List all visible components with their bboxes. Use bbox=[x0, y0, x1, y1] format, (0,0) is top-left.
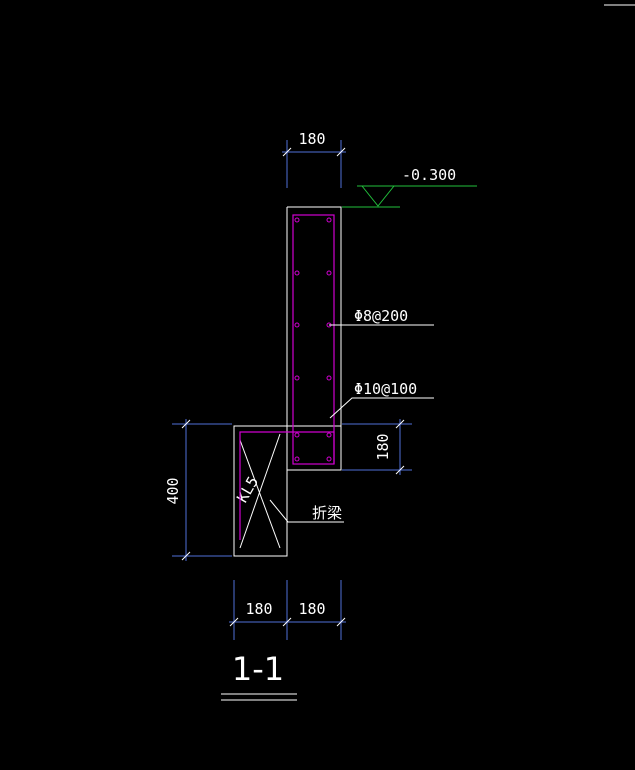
rebar-callout-2: Φ10@100 bbox=[329, 380, 434, 419]
section-title: 1-1 bbox=[221, 650, 297, 701]
wall-section bbox=[286, 206, 342, 471]
beam-label: 折梁 bbox=[312, 504, 342, 522]
rebar-callout-1: Φ8@200 bbox=[329, 307, 434, 326]
rebar-dot bbox=[294, 270, 300, 276]
rebar-dot bbox=[326, 432, 332, 438]
dim-wall-width-text: 180 bbox=[298, 130, 325, 148]
rebar-dot bbox=[294, 456, 300, 462]
section-title-text: 1-1 bbox=[232, 650, 284, 688]
rebar-dot bbox=[326, 217, 332, 223]
beam-rebar bbox=[239, 431, 335, 540]
rebar-dot bbox=[326, 375, 332, 381]
dim-height-left: 400 bbox=[164, 419, 232, 561]
wall-rebar bbox=[292, 214, 335, 465]
dim-bottom-left-text: 180 bbox=[245, 600, 272, 618]
dim-bottom-right-text: 180 bbox=[298, 600, 325, 618]
beam-section: KL5 bbox=[233, 425, 341, 557]
rebar-label-2: Φ10@100 bbox=[354, 380, 417, 398]
rebar-dot bbox=[294, 432, 300, 438]
beam-callout: 折梁 bbox=[269, 499, 344, 523]
dim-bottom: 180 180 bbox=[229, 580, 346, 640]
rebar-dot bbox=[294, 375, 300, 381]
dim-wall-width: 180 bbox=[282, 130, 346, 188]
dim-height-right: 180 bbox=[342, 419, 412, 475]
rebar-dot bbox=[294, 322, 300, 328]
rebar-dot bbox=[326, 270, 332, 276]
dim-height-right-text: 180 bbox=[374, 433, 392, 460]
rebar-dot bbox=[326, 456, 332, 462]
level-marker: -0.300 bbox=[342, 166, 477, 208]
rebar-label-1: Φ8@200 bbox=[354, 307, 408, 325]
rebar-dot bbox=[294, 217, 300, 223]
dim-height-left-text: 400 bbox=[164, 477, 182, 504]
beam-tag-text: KL5 bbox=[233, 473, 262, 505]
level-mark-text: -0.300 bbox=[402, 166, 456, 184]
